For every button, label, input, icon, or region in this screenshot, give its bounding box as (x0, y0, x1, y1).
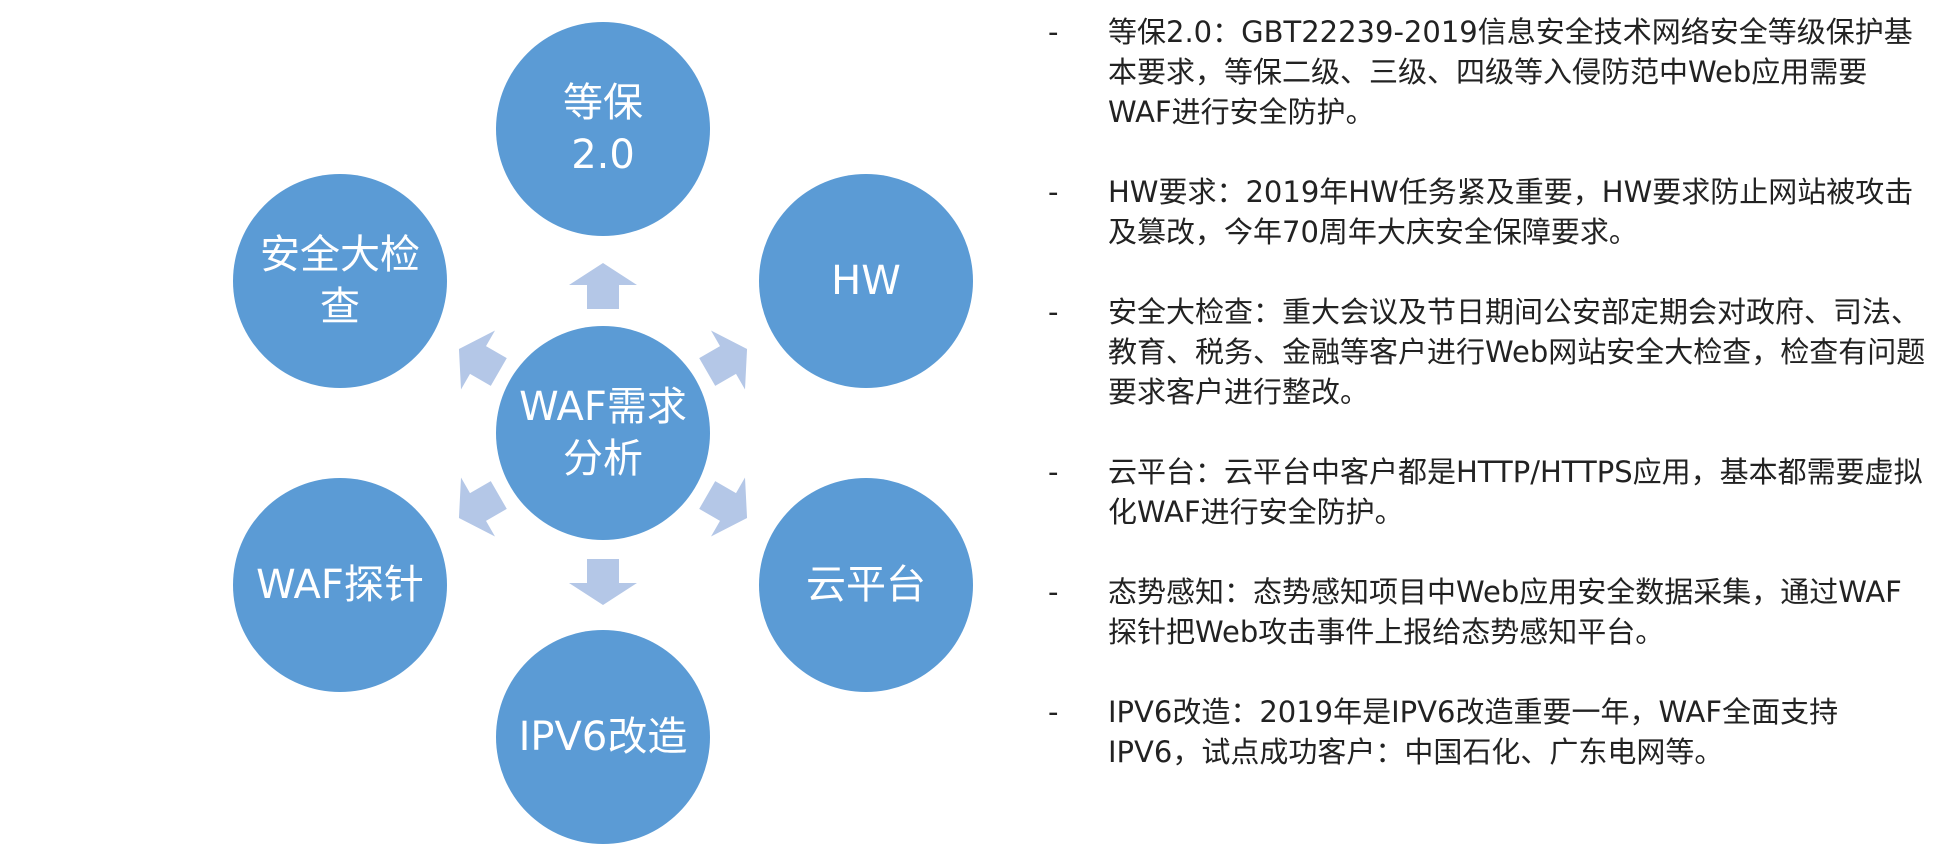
bullet-marker: - (1048, 15, 1059, 49)
node-lower-left: WAF探针 (233, 478, 447, 692)
bullet-list: - 等保2.0：GBT22239-2019信息安全技术网络安全等级保护基本要求，… (1048, 12, 1948, 812)
bullet-text: IPV6改造：2019年是IPV6改造重要一年，WAF全面支持IPV6，试点成功… (1108, 695, 1839, 769)
bullet-item: - 云平台：云平台中客户都是HTTP/HTTPS应用，基本都需要虚拟化WAF进行… (1048, 452, 1928, 532)
bullet-text: 等保2.0：GBT22239-2019信息安全技术网络安全等级保护基本要求，等保… (1108, 15, 1913, 129)
bullet-marker: - (1048, 575, 1059, 609)
bullet-text: 云平台：云平台中客户都是HTTP/HTTPS应用，基本都需要虚拟化WAF进行安全… (1108, 455, 1923, 529)
radial-diagram: WAF需求分析 等保 2.0 HW 云平台 IPV6改造 WAF探针 安全大检查 (233, 22, 973, 844)
node-lower-right: 云平台 (759, 478, 973, 692)
node-upper-right: HW (759, 174, 973, 388)
bullet-marker: - (1048, 455, 1059, 489)
node-bottom: IPV6改造 (496, 630, 710, 844)
center-circle: WAF需求分析 (496, 326, 710, 540)
arrow-shape (458, 477, 507, 537)
bullet-text: HW要求：2019年HW任务紧及重要，HW要求防止网站被攻击及篡改，今年70周年… (1108, 175, 1914, 249)
arrow-shape (569, 559, 637, 605)
arrow-shape (699, 330, 748, 390)
bullet-item: - HW要求：2019年HW任务紧及重要，HW要求防止网站被攻击及篡改，今年70… (1048, 172, 1928, 252)
bullet-item: - IPV6改造：2019年是IPV6改造重要一年，WAF全面支持IPV6，试点… (1048, 692, 1928, 772)
arrow-shape (569, 263, 637, 309)
bullet-text: 安全大检查：重大会议及节日期间公安部定期会对政府、司法、教育、税务、金融等客户进… (1108, 295, 1926, 409)
bullet-item: - 等保2.0：GBT22239-2019信息安全技术网络安全等级保护基本要求，… (1048, 12, 1928, 132)
bullet-marker: - (1048, 695, 1059, 729)
bullet-item: - 安全大检查：重大会议及节日期间公安部定期会对政府、司法、教育、税务、金融等客… (1048, 292, 1928, 412)
bullet-marker: - (1048, 295, 1059, 329)
bullet-text: 态势感知：态势感知项目中Web应用安全数据采集，通过WAF探针把Web攻击事件上… (1108, 575, 1902, 649)
bullet-item: - 态势感知：态势感知项目中Web应用安全数据采集，通过WAF探针把Web攻击事… (1048, 572, 1928, 652)
bullet-marker: - (1048, 175, 1059, 209)
node-top: 等保 2.0 (496, 22, 710, 236)
arrow-shape (699, 477, 748, 537)
node-upper-left: 安全大检查 (233, 174, 447, 388)
arrow-shape (458, 330, 507, 390)
